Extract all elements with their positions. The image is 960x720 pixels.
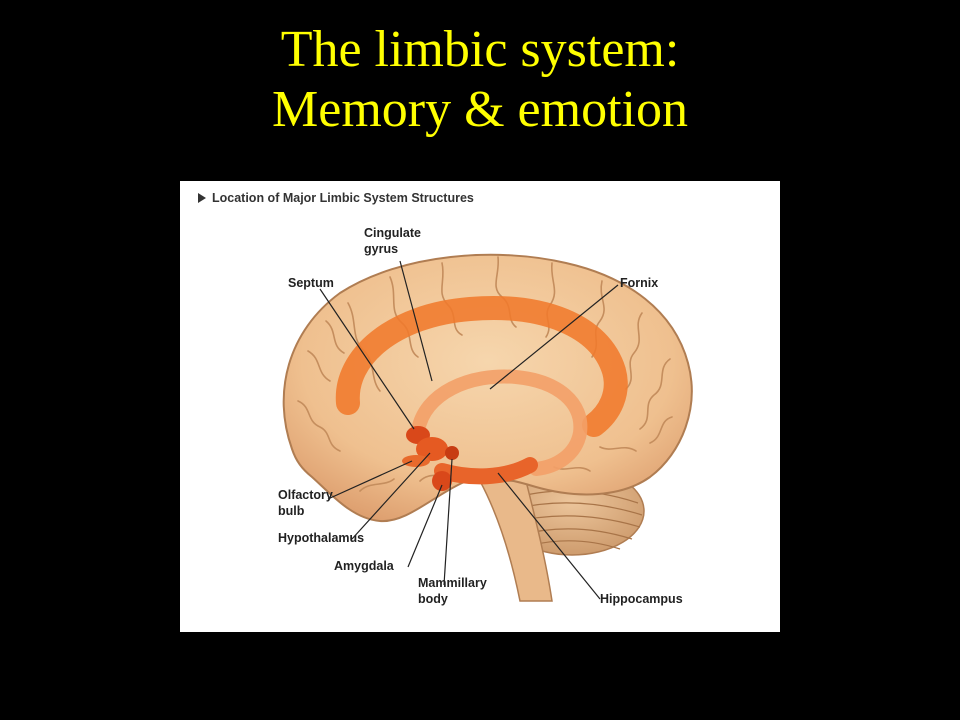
label-hypothalamus: Hypothalamus [278, 531, 364, 545]
label-mammillary-line2: body [418, 592, 448, 606]
hypothalamus-shape [416, 437, 448, 461]
label-olfactory-line1: Olfactory [278, 488, 333, 502]
caption-arrow-icon [198, 193, 206, 203]
cingulate-gyrus-shape [335, 296, 628, 437]
label-olfactory-line2: bulb [278, 504, 305, 518]
title-line-1: The limbic system: [280, 21, 680, 78]
figure-caption: Location of Major Limbic System Structur… [198, 191, 474, 205]
label-mammillary-line1: Mammillary [418, 576, 487, 590]
structure-labels: Cingulate gyrus Septum Fornix Olfactory … [278, 226, 683, 606]
label-cingulate-line2: gyrus [364, 242, 398, 256]
brain-diagram: Location of Major Limbic System Structur… [198, 191, 693, 606]
olfactory-bulb-shape [402, 455, 430, 467]
label-hippocampus: Hippocampus [600, 592, 683, 606]
label-cingulate-line1: Cingulate [364, 226, 421, 240]
limbic-structures [335, 296, 628, 491]
caption-text: Location of Major Limbic System Structur… [212, 191, 474, 205]
title-line-2: Memory & emotion [272, 81, 688, 138]
fornix-shape [411, 369, 588, 476]
label-amygdala: Amygdala [334, 559, 395, 573]
amygdala-shape [432, 471, 452, 491]
figure-panel: Location of Major Limbic System Structur… [180, 181, 780, 632]
label-septum: Septum [288, 276, 334, 290]
mammillary-body-shape [445, 446, 459, 460]
slide-title: The limbic system: Memory & emotion [0, 20, 960, 140]
brainstem [478, 480, 553, 602]
label-fornix: Fornix [620, 276, 658, 290]
leader-lines [319, 260, 619, 600]
